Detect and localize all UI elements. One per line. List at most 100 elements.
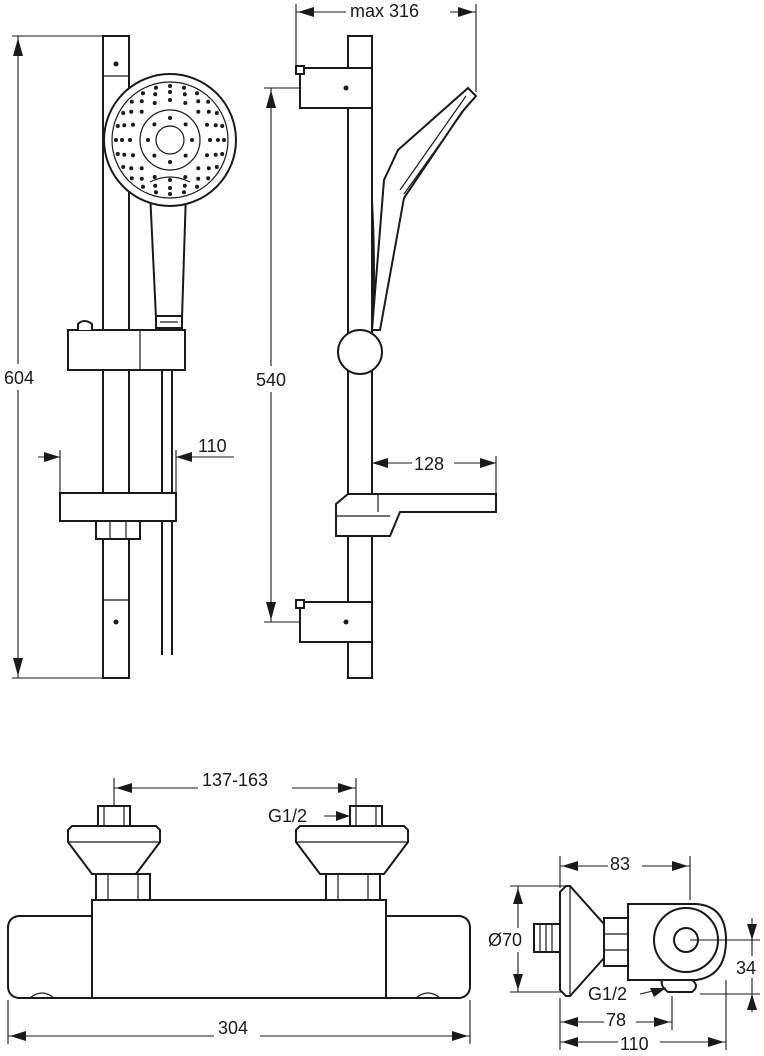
label-604: 604 [4, 368, 34, 388]
spray-nozzle [222, 138, 226, 142]
spray-nozzle [115, 152, 120, 156]
spray-nozzle [139, 176, 144, 181]
front-view-mixer: 137-163 G1/2 [7, 770, 471, 1044]
spray-nozzle [152, 101, 157, 105]
spray-nozzle [208, 138, 212, 142]
spray-nozzle [206, 99, 211, 104]
slider-bracket [67, 320, 186, 371]
spray-nozzle [206, 176, 211, 181]
spray-nozzle [205, 153, 209, 158]
mixer-body [7, 899, 471, 999]
spray-nozzle [139, 166, 144, 171]
dimension-110: 110 [38, 436, 234, 492]
spray-nozzle [152, 153, 157, 158]
spray-nozzle [154, 85, 158, 90]
spray-nozzle [153, 183, 158, 188]
dimension-78: 78 [559, 996, 673, 1050]
spray-nozzle [183, 122, 188, 127]
spray-nozzle [182, 183, 187, 188]
spray-nozzle [220, 152, 225, 156]
spray-nozzle [168, 160, 172, 164]
label-128: 128 [414, 454, 444, 474]
label-max-316: max 316 [350, 1, 419, 21]
spray-nozzle [121, 111, 126, 115]
label-diameter-70: Ø70 [488, 930, 522, 950]
spray-nozzle [195, 91, 199, 96]
handshower-handle [148, 191, 188, 319]
dimension-110-bottom: 110 [560, 980, 727, 1054]
wall-bracket-top [295, 65, 373, 109]
spray-nozzle [183, 101, 188, 105]
dimension-137-163: 137-163 [113, 770, 357, 806]
dimension-604: 604 [2, 35, 110, 679]
spray-nozzle [196, 166, 201, 171]
spray-nozzle [190, 138, 194, 142]
side-view-mixer: 83 Ø70 [486, 852, 764, 1054]
right-inlet [295, 805, 409, 901]
label-83: 83 [610, 854, 630, 874]
label-540: 540 [256, 370, 286, 390]
label-137-163: 137-163 [202, 770, 268, 790]
spray-nozzle [206, 109, 211, 114]
callout-g12-top: G1/2 [268, 806, 350, 826]
spray-nozzle [168, 192, 172, 196]
label-g12-bottom: G1/2 [588, 984, 627, 1004]
spray-nozzle [182, 85, 186, 90]
spray-nozzle [195, 184, 199, 189]
dimension-540: 540 [252, 87, 300, 623]
spray-nozzle [154, 190, 158, 195]
soap-dish [59, 492, 177, 540]
spray-nozzle [220, 124, 225, 128]
spray-nozzle [183, 153, 188, 158]
spray-nozzle [141, 184, 145, 189]
side-soap-dish [335, 493, 497, 537]
spray-nozzle [139, 99, 144, 104]
spray-nozzle [168, 84, 172, 88]
dimension-diameter-70: Ø70 [486, 885, 566, 993]
side-view-shower-set: max 316 540 [252, 0, 497, 679]
dimension-34: 34 [690, 918, 764, 1012]
spray-nozzle [206, 166, 211, 171]
spray-nozzle [120, 138, 124, 142]
spray-nozzle [168, 90, 172, 94]
dimension-max-316: max 316 [295, 0, 477, 92]
label-34: 34 [736, 958, 756, 978]
spray-nozzle [216, 138, 220, 142]
spray-nozzle [141, 91, 145, 96]
side-mixer-body [533, 885, 728, 997]
spray-nozzle [182, 92, 187, 97]
spray-nozzle [196, 109, 201, 114]
label-78: 78 [606, 1010, 626, 1030]
handshower-head [103, 73, 237, 207]
callout-g12-bottom: G1/2 [588, 984, 667, 1004]
spray-nozzle [131, 153, 135, 158]
dimension-304: 304 [7, 1000, 471, 1044]
side-handshower [337, 86, 478, 375]
spray-nozzle [131, 122, 135, 127]
label-110-bottom: 110 [620, 1034, 649, 1054]
label-g12-top: G1/2 [268, 806, 307, 826]
spray-nozzle [182, 190, 186, 195]
label-110-top: 110 [198, 436, 227, 456]
spray-nozzle [213, 123, 218, 128]
spray-nozzle [129, 166, 134, 171]
spray-nozzle [115, 124, 120, 128]
spray-nozzle [168, 116, 172, 120]
spray-nozzle [213, 152, 218, 157]
spray-nozzle [168, 98, 172, 102]
dimension-83: 83 [559, 852, 691, 900]
spray-nozzle [122, 123, 127, 128]
spray-nozzle [114, 138, 118, 142]
spray-nozzle [152, 122, 157, 127]
spray-nozzle [183, 175, 188, 179]
spray-nozzle [196, 176, 201, 181]
spray-nozzle [129, 109, 134, 114]
spray-nozzle [205, 122, 209, 127]
spray-nozzle [214, 111, 219, 115]
front-view-shower-set: 604 [2, 35, 237, 679]
spray-nozzle [152, 175, 157, 179]
spray-nozzle [196, 99, 201, 104]
label-304: 304 [218, 1018, 248, 1038]
spray-nozzle [214, 165, 219, 169]
